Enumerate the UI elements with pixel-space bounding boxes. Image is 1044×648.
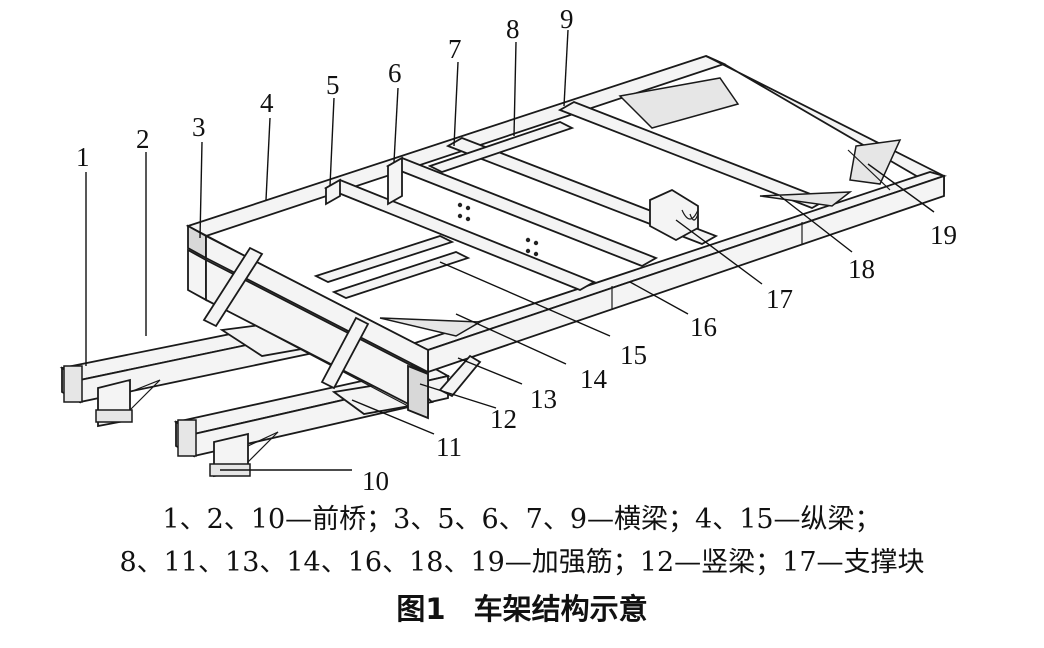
vertical-beams: [187, 248, 429, 420]
callout-7: 7: [448, 34, 462, 64]
figure-number: 图1: [396, 592, 446, 626]
callout-1: 1: [76, 142, 90, 172]
callout-12: 12: [490, 404, 517, 434]
longitudinal-beams: [313, 121, 575, 299]
callout-6: 6: [388, 58, 402, 88]
diagonal-braces: [202, 246, 482, 398]
frame-drawing: [59, 55, 948, 478]
callout-17: 17: [766, 284, 793, 314]
callout-8: 8: [506, 14, 520, 44]
callout-11: 11: [436, 432, 462, 462]
callout-16: 16: [690, 312, 717, 342]
callout-19: 19: [930, 220, 957, 250]
callout-2: 2: [136, 124, 150, 154]
callout-3: 3: [192, 112, 206, 142]
cross-beams: [323, 101, 829, 291]
callout-5: 5: [326, 70, 340, 100]
legend-line-2: 8、11、13、14、16、18、19—加强筋；12—竖梁；17—支撑块: [119, 547, 925, 578]
callout-13: 13: [530, 384, 557, 414]
leader-lines: [85, 29, 935, 471]
callout-labels: 1 2 3 4 5 6 7 8 9 10 11 12 13 14 15 16 1…: [76, 4, 957, 496]
legend-line-1: 1、2、10—前桥；3、5、6、7、9—横梁；4、15—纵梁；: [162, 504, 882, 535]
callout-10: 10: [362, 466, 389, 496]
figure-title-text: 车架结构示意: [473, 592, 648, 626]
callout-18: 18: [848, 254, 875, 284]
callout-9: 9: [560, 4, 574, 34]
callout-15: 15: [620, 340, 647, 370]
callout-4: 4: [260, 88, 274, 118]
reinforcement-plates: [379, 77, 902, 337]
support-block: [649, 188, 699, 242]
figure-title: 图1 车架结构示意: [0, 586, 1044, 628]
callout-14: 14: [580, 364, 608, 394]
